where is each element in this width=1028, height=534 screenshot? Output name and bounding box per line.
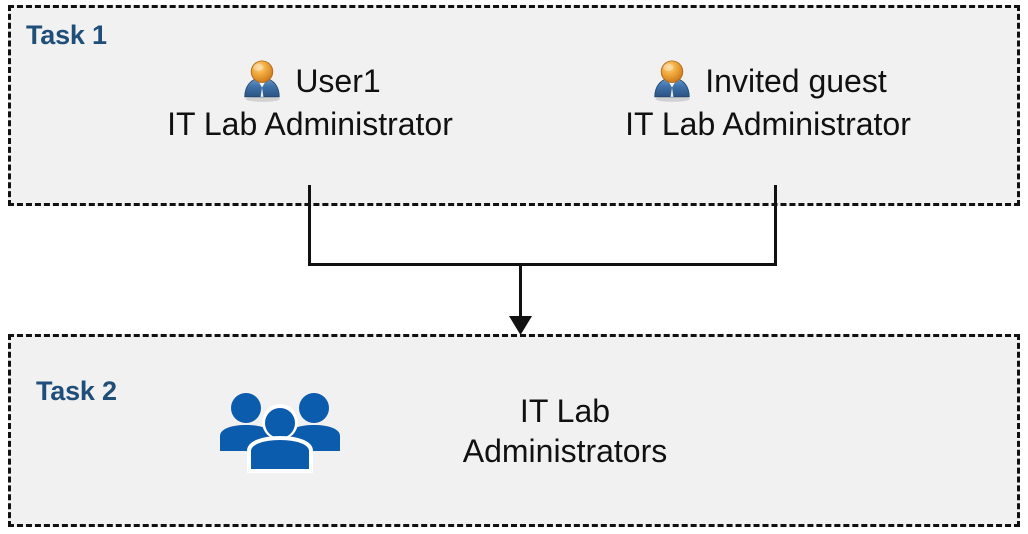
person-name-label: User1 xyxy=(295,63,381,99)
task-1-label: Task 1 xyxy=(26,20,107,50)
task-2-container xyxy=(8,334,1020,527)
user-avatar-icon xyxy=(654,60,691,102)
group-name-line-2: Administrators xyxy=(462,432,668,469)
person-entry-invited-guest: Invited guest IT Lab Administrator xyxy=(578,57,958,144)
group-name-label: IT Lab Administrators xyxy=(400,392,730,471)
person-entry-user1: User1 IT Lab Administrator xyxy=(120,57,500,144)
users-group-icon xyxy=(220,393,340,473)
person-name-label: Invited guest xyxy=(705,63,887,99)
person-role-label: IT Lab Administrator xyxy=(625,106,911,142)
task-2-label: Task 2 xyxy=(36,376,117,406)
group-name-line-1: IT Lab xyxy=(519,393,611,429)
person-role-label: IT Lab Administrator xyxy=(167,106,453,142)
person-name-row: User1 xyxy=(120,57,500,105)
task-1-container xyxy=(8,5,1020,206)
user-avatar-icon xyxy=(244,60,281,102)
person-name-row: Invited guest xyxy=(578,57,958,105)
